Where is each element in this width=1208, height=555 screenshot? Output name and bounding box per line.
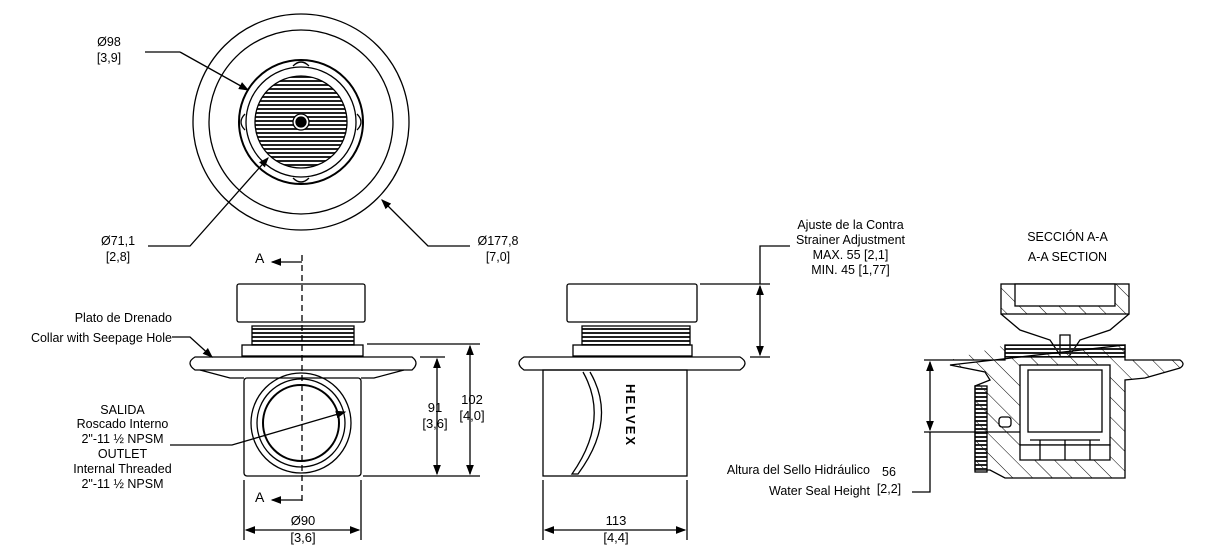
- top-view: [145, 13, 470, 247]
- dim-90-in: [3,6]: [290, 530, 316, 545]
- dim-91-mm: 91: [427, 400, 443, 415]
- section-title-en: A-A SECTION: [1027, 250, 1108, 264]
- front-view: [170, 255, 480, 540]
- dim-113-mm: 113: [605, 513, 627, 528]
- dim-90-mm: Ø90: [290, 513, 316, 528]
- collar-label-en: Collar with Seepage Hole: [30, 331, 172, 345]
- dim-inner-ring-mm: Ø98: [97, 35, 121, 49]
- dim-strainer-mm: Ø71,1: [100, 234, 136, 248]
- water-seal-in: [2,2]: [876, 482, 902, 496]
- section-mark-bottom: A: [255, 489, 265, 505]
- brand-logo: HELVEX: [623, 384, 638, 448]
- water-seal-en: Water Seal Height: [769, 484, 870, 498]
- collar-label-es: Plato de Drenado: [74, 311, 172, 325]
- section-mark-top: A: [255, 250, 265, 266]
- dim-strainer-in: [2,8]: [105, 250, 131, 264]
- dim-inner-ring-in: [3,9]: [96, 51, 122, 65]
- dim-102-mm: 102: [461, 392, 483, 407]
- water-seal-mm: 56: [882, 465, 896, 479]
- section-view: [912, 283, 1184, 493]
- water-seal-es: Altura del Sello Hidráulico: [726, 463, 870, 477]
- dim-102-in: [4,0]: [459, 408, 485, 423]
- section-title-es: SECCIÓN A-A: [1027, 230, 1108, 244]
- dim-flange-in: [7,0]: [485, 250, 511, 264]
- dim-113-in: [4,4]: [603, 530, 629, 545]
- dim-flange-mm: Ø177,8: [477, 234, 519, 248]
- side-view: [518, 245, 790, 540]
- dim-91-in: [3,6]: [422, 416, 448, 431]
